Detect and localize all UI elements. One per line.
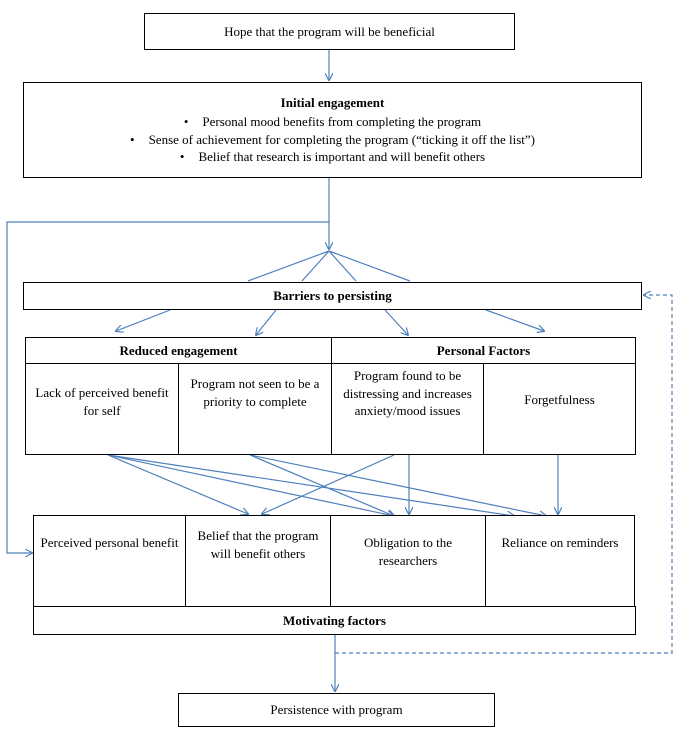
motivating-factors-title: Motivating factors	[283, 612, 386, 628]
fan-line-3	[328, 250, 357, 282]
lack-of-benefit-text: Lack of perceived benefit for self	[35, 385, 169, 418]
arrow-priority-to-reliance	[249, 454, 546, 516]
arrow-barrier-1	[116, 309, 171, 331]
forgetfulness-box: Forgetfulness	[483, 363, 636, 455]
hope-text: Hope that the program will be beneficial	[224, 23, 435, 39]
motivating-factors-box: Motivating factors	[33, 606, 636, 635]
arrow-lack-to-reliance	[107, 454, 514, 516]
reminders-text: Reliance on reminders	[501, 535, 619, 550]
initial-engagement-box: Initial engagement Personal mood benefit…	[23, 82, 642, 178]
fan-line-1	[247, 250, 330, 282]
reduced-engagement-title: Reduced engagement	[119, 342, 238, 358]
initial-bullet-2: Sense of achievement for completing the …	[130, 131, 535, 149]
motivating-item-personal-benefit: Perceived personal benefit	[33, 515, 186, 607]
arrow-priority-to-obligation	[249, 454, 394, 516]
obligation-text: Obligation to the researchers	[363, 535, 453, 568]
personal-factors-title: Personal Factors	[436, 342, 531, 358]
arrow-barrier-2	[256, 309, 277, 335]
motivating-item-obligation: Obligation to the researchers	[330, 515, 486, 607]
distressing-text: Program found to be distressing and incr…	[343, 368, 472, 419]
reduced-engagement-header: Reduced engagement	[25, 337, 332, 364]
distressing-box: Program found to be distressing and incr…	[331, 363, 484, 455]
lack-of-benefit-box: Lack of perceived benefit for self	[25, 363, 179, 455]
arrow-lack-to-obligation	[107, 454, 394, 516]
arrow-barrier-3	[384, 309, 408, 335]
not-priority-text: Program not seen to be a priority to com…	[190, 376, 320, 409]
initial-bullet-3: Belief that research is important and wi…	[130, 148, 535, 166]
fan-line-4	[328, 250, 411, 282]
barriers-box: Barriers to persisting	[23, 282, 642, 310]
not-priority-box: Program not seen to be a priority to com…	[178, 363, 332, 455]
fan-line-2	[301, 250, 330, 282]
motivating-item-benefit-others: Belief that the program will benefit oth…	[185, 515, 331, 607]
arrow-distress-to-belief	[262, 454, 395, 514]
barriers-title: Barriers to persisting	[273, 288, 392, 304]
arrow-lack-to-belief	[107, 454, 248, 514]
persistence-box: Persistence with program	[178, 693, 495, 727]
initial-bullet-1: Personal mood benefits from completing t…	[130, 113, 535, 131]
personal-factors-header: Personal Factors	[331, 337, 636, 364]
initial-engagement-list: Personal mood benefits from completing t…	[130, 113, 535, 166]
forgetfulness-text: Forgetfulness	[524, 392, 595, 407]
hope-box: Hope that the program will be beneficial	[144, 13, 515, 50]
initial-engagement-title: Initial engagement	[280, 95, 385, 111]
arrow-barrier-4	[485, 309, 544, 331]
personal-benefit-text: Perceived personal benefit	[40, 535, 179, 550]
motivating-item-reminders: Reliance on reminders	[485, 515, 635, 607]
benefit-others-text: Belief that the program will benefit oth…	[197, 528, 319, 561]
persistence-text: Persistence with program	[270, 702, 403, 718]
